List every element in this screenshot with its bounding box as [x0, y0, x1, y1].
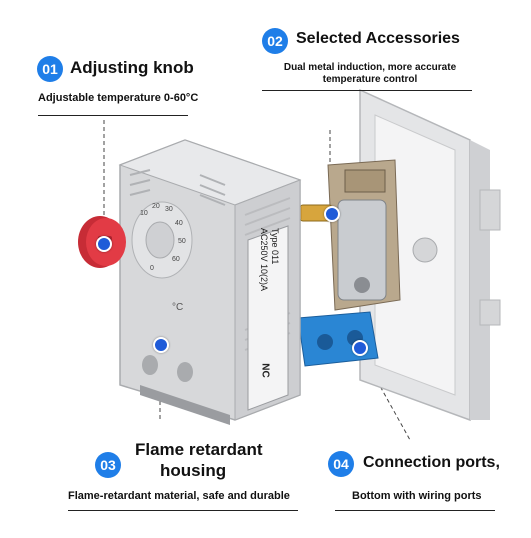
- feature-title-03-line1: Flame retardant: [135, 440, 263, 459]
- product-rating: AC250V 10(2)A: [259, 228, 269, 292]
- feature-title-01: Adjusting knob: [70, 58, 194, 77]
- product-label: Type 011 AC250V 10(2)A: [250, 228, 280, 418]
- divider-01: [38, 115, 188, 116]
- dial-mark-40: 40: [175, 220, 183, 227]
- marker-dot-01: [96, 236, 112, 252]
- feature-subtitle-01: Adjustable temperature 0-60°C: [38, 92, 199, 104]
- marker-dot-04: [352, 340, 368, 356]
- product-type: Type 011: [270, 228, 280, 265]
- divider-04: [335, 510, 495, 511]
- feature-badge-03: 03: [95, 452, 121, 478]
- bimetal-mechanism: [290, 159, 401, 311]
- marker-dot-03: [153, 337, 169, 353]
- contact-type: NC: [259, 363, 271, 378]
- dial-mark-50: 50: [178, 238, 186, 245]
- marker-dot-02: [324, 206, 340, 222]
- dial-mark-60: 60: [172, 256, 180, 263]
- dial-mark-10: 10: [140, 210, 148, 217]
- feature-badge-01: 01: [37, 56, 63, 82]
- feature-badge-02: 02: [262, 28, 288, 54]
- dial-mark-0: 0: [150, 265, 154, 272]
- degree-mark: °C: [172, 302, 184, 313]
- feature-subtitle-02-line2: temperature control: [322, 74, 418, 85]
- feature-title-04: Connection ports,: [363, 454, 500, 471]
- feature-badge-04: 04: [328, 451, 354, 477]
- dial-mark-30: 30: [165, 206, 173, 213]
- feature-title-03-line2: housing: [160, 461, 227, 480]
- feature-subtitle-02-line1: Dual metal induction, more accurate: [283, 62, 457, 73]
- feature-subtitle-04: Bottom with wiring ports: [352, 490, 482, 502]
- divider-03: [68, 510, 298, 511]
- feature-subtitle-03: Flame-retardant material, safe and durab…: [68, 490, 290, 502]
- feature-title-02: Selected Accessories: [296, 30, 460, 47]
- divider-02: [262, 90, 472, 91]
- terminal-block: [297, 311, 379, 367]
- dial-mark-20: 20: [152, 203, 160, 210]
